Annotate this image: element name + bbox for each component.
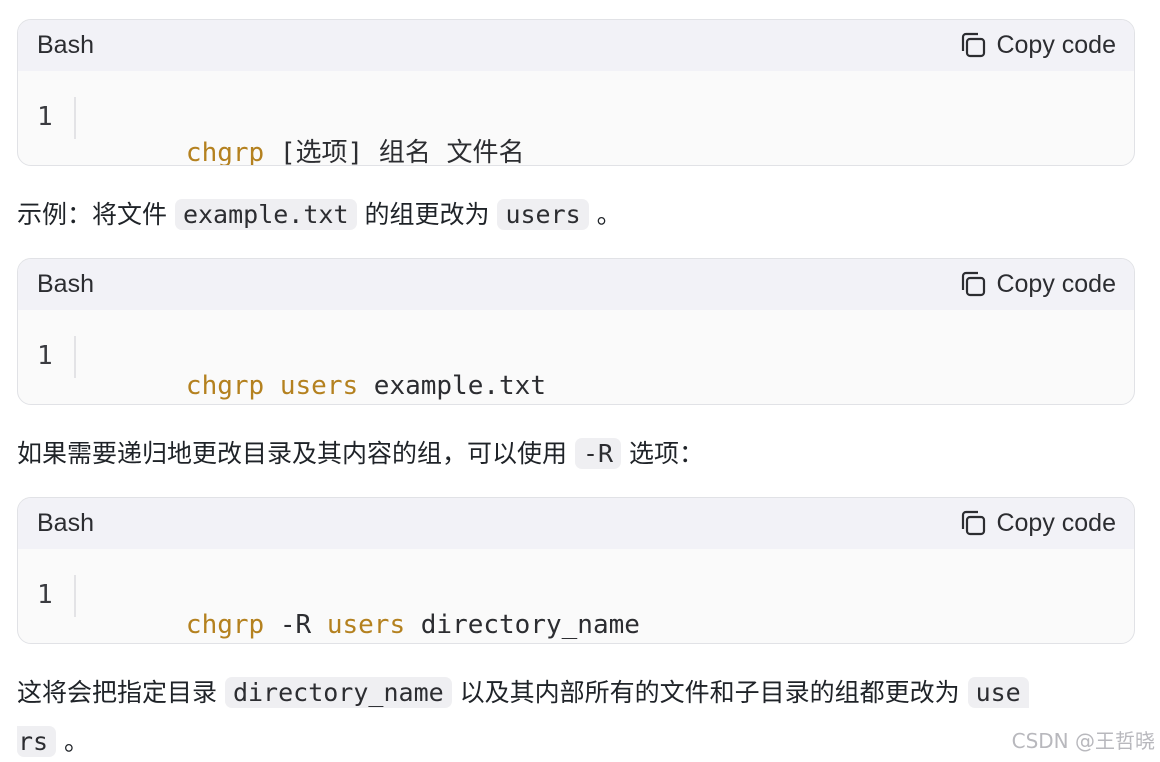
line-number: 1 bbox=[37, 580, 53, 610]
code-line: chgrp [选项] 组名 文件名 bbox=[92, 102, 525, 166]
copy-code-button[interactable]: Copy code bbox=[958, 508, 1116, 538]
copy-code-button[interactable]: Copy code bbox=[958, 269, 1116, 299]
copy-code-label: Copy code bbox=[996, 269, 1116, 298]
inline-code-option: -R bbox=[574, 438, 622, 469]
paragraph-text: 这将会把指定目录 bbox=[17, 678, 225, 707]
code-token-file: example.txt bbox=[358, 371, 546, 401]
code-language-label: Bash bbox=[37, 509, 94, 537]
paragraph-text: 以及其内部所有的文件和子目录的组都更改为 bbox=[451, 678, 968, 707]
code-line: chgrp users example.txt bbox=[92, 341, 546, 404]
code-token-command: chgrp bbox=[185, 138, 265, 166]
copy-code-label: Copy code bbox=[996, 508, 1116, 537]
code-line: chgrp -R users directory_name bbox=[92, 580, 640, 643]
code-token-args: [选项] 组名 文件名 bbox=[264, 138, 525, 166]
line-number: 1 bbox=[37, 102, 53, 132]
code-token-group: users bbox=[279, 371, 359, 401]
code-body[interactable]: 1 chgrp -R users directory_name bbox=[18, 549, 1134, 643]
copy-icon bbox=[962, 32, 986, 58]
paragraph-text: 的组更改为 bbox=[356, 200, 498, 229]
code-token-dir: directory_name bbox=[405, 610, 640, 640]
paragraph-text: 。 bbox=[56, 727, 90, 756]
paragraph-text: 。 bbox=[588, 200, 622, 229]
code-block-header: Bash Copy code bbox=[18, 259, 1134, 310]
code-token-command: chgrp bbox=[185, 610, 265, 640]
code-token-command: chgrp bbox=[185, 371, 265, 401]
code-token-group: users bbox=[326, 610, 406, 640]
paragraph-text: 示例：将文件 bbox=[17, 200, 175, 229]
paragraph-example: 示例：将文件 example.txt 的组更改为 users 。 bbox=[17, 195, 622, 231]
gutter-divider bbox=[74, 97, 76, 139]
code-block-header: Bash Copy code bbox=[18, 498, 1134, 549]
watermark: CSDN @王哲晓 bbox=[1011, 729, 1155, 753]
code-token-option: -R bbox=[264, 610, 327, 640]
copy-code-button[interactable]: Copy code bbox=[958, 30, 1116, 60]
line-number: 1 bbox=[37, 341, 53, 371]
inline-code-group: users bbox=[497, 199, 589, 230]
copy-icon bbox=[962, 271, 986, 297]
inline-code-filename: example.txt bbox=[174, 199, 357, 230]
code-block: Bash Copy code 1 chgrp users example.txt bbox=[17, 258, 1135, 405]
copy-code-label: Copy code bbox=[996, 30, 1116, 59]
paragraph-recursive: 如果需要递归地更改目录及其内容的组，可以使用 -R 选项： bbox=[17, 434, 704, 470]
code-body[interactable]: 1 chgrp [选项] 组名 文件名 bbox=[18, 71, 1134, 165]
paragraph-result: 这将会把指定目录 directory_name 以及其内部所有的文件和子目录的组… bbox=[17, 673, 1029, 709]
inline-code-group-part1: use bbox=[967, 677, 1029, 708]
code-language-label: Bash bbox=[37, 31, 94, 59]
code-language-label: Bash bbox=[37, 270, 94, 298]
copy-icon bbox=[962, 510, 986, 536]
code-block-header: Bash Copy code bbox=[18, 20, 1134, 71]
paragraph-result-continued: rs 。 bbox=[17, 722, 89, 758]
gutter-divider bbox=[74, 336, 76, 378]
paragraph-text: 选项： bbox=[621, 439, 705, 468]
paragraph-text: 如果需要递归地更改目录及其内容的组，可以使用 bbox=[17, 439, 575, 468]
inline-code-group-part2: rs bbox=[17, 726, 57, 757]
code-block: Bash Copy code 1 chgrp -R users director… bbox=[17, 497, 1135, 644]
code-token-space bbox=[264, 371, 280, 401]
inline-code-dirname: directory_name bbox=[224, 677, 452, 708]
code-block: Bash Copy code 1 chgrp [选项] 组名 文件名 bbox=[17, 19, 1135, 166]
gutter-divider bbox=[74, 575, 76, 617]
code-body[interactable]: 1 chgrp users example.txt bbox=[18, 310, 1134, 404]
